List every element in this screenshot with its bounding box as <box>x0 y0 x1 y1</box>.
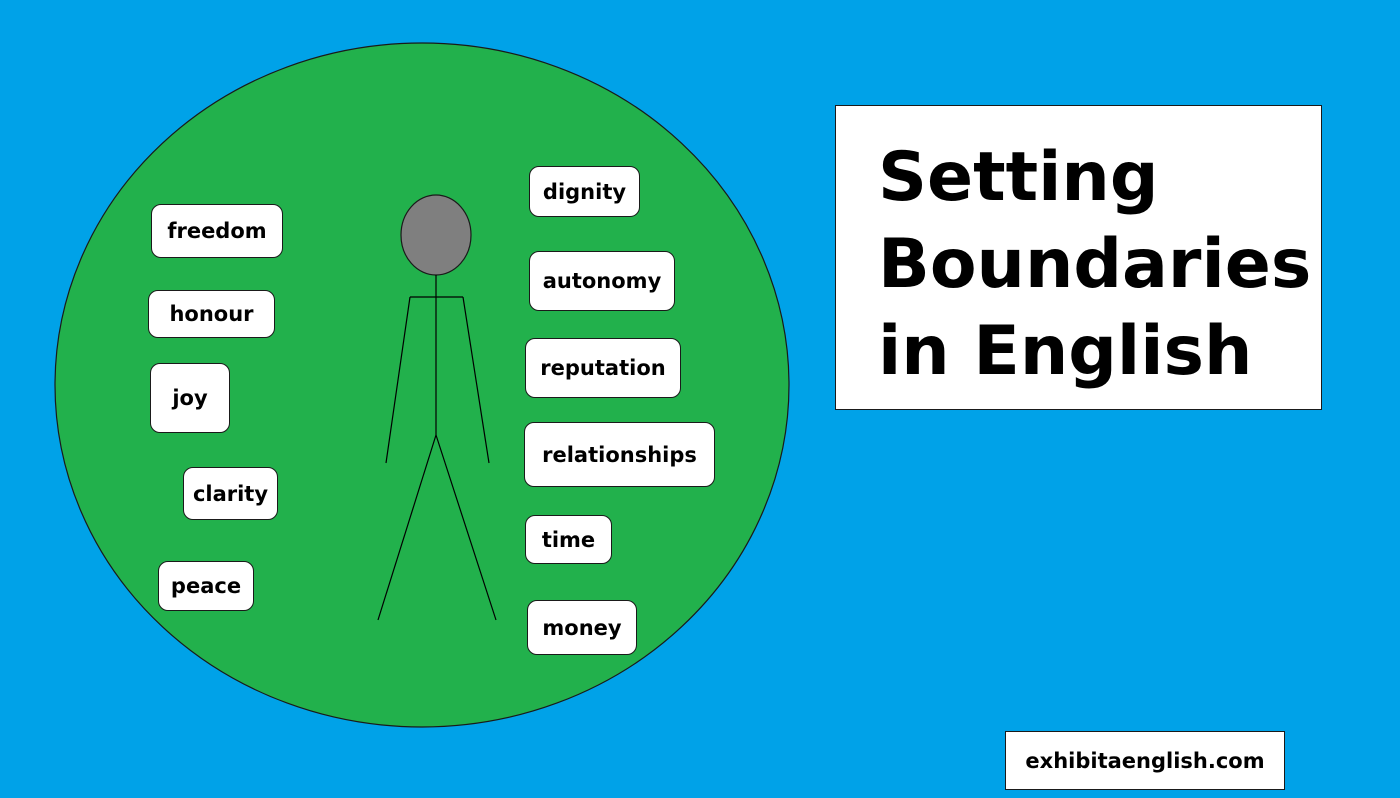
website-box: exhibitaenglish.com <box>1005 731 1285 790</box>
word-box-honour: honour <box>148 290 275 338</box>
figure-head <box>400 194 472 276</box>
word-box-joy: joy <box>150 363 230 433</box>
figure-right-leg <box>435 434 497 621</box>
word-box-time: time <box>525 515 612 564</box>
word-box-peace: peace <box>158 561 254 611</box>
word-box-autonomy: autonomy <box>529 251 675 311</box>
word-box-clarity: clarity <box>183 467 278 520</box>
title-line-1: Setting <box>878 138 1159 217</box>
word-box-relationships: relationships <box>524 422 715 487</box>
word-box-money: money <box>527 600 637 655</box>
figure-left-arm <box>385 296 411 464</box>
figure-left-leg <box>377 434 437 621</box>
word-box-freedom: freedom <box>151 204 283 258</box>
title-box: Setting Boundaries in English <box>835 105 1322 410</box>
title-line-3: in English <box>878 312 1253 391</box>
title-line-2: Boundaries <box>878 225 1312 304</box>
page-title: Setting Boundaries in English <box>878 134 1311 395</box>
website-label: exhibitaenglish.com <box>1025 748 1265 773</box>
word-box-reputation: reputation <box>525 338 681 398</box>
word-box-dignity: dignity <box>529 166 640 217</box>
stick-figure <box>377 194 497 621</box>
figure-right-arm <box>462 296 490 464</box>
